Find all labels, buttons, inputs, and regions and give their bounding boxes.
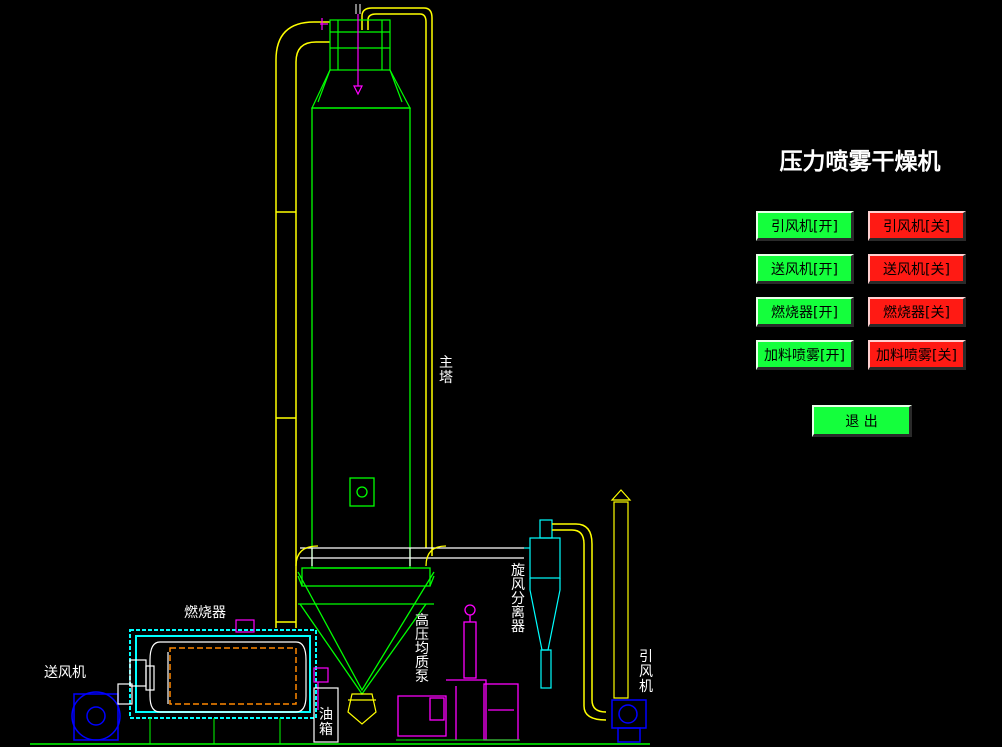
burner-label: 燃烧器 xyxy=(184,605,226,621)
burner-off-button[interactable]: 燃烧器[关] xyxy=(868,297,966,327)
feed-spray-off-button[interactable]: 加料喷雾[关] xyxy=(868,340,966,370)
cyclone-inlet-duct xyxy=(300,547,524,566)
high-pressure-pump xyxy=(397,604,519,741)
blower-off-button[interactable]: 送风机[关] xyxy=(868,254,966,284)
blower-on-button[interactable]: 送风机[开] xyxy=(756,254,854,284)
duct-elbows xyxy=(295,545,447,567)
burner-elements xyxy=(169,647,297,705)
tower-outlet-valve xyxy=(347,693,377,725)
exhaust-duct xyxy=(361,7,433,556)
spray-nozzle xyxy=(320,14,363,96)
cyclone-exhaust-pipe xyxy=(552,523,607,721)
exhaust-fan-off-button[interactable]: 引风机[关] xyxy=(868,211,966,241)
burner-fuel-line xyxy=(235,619,329,710)
exhaust-fan-label: 引风机 xyxy=(639,649,653,695)
blower-duct xyxy=(117,659,147,705)
furnace-legs xyxy=(149,718,281,744)
burner-on-button[interactable]: 燃烧器[开] xyxy=(756,297,854,327)
furnace xyxy=(129,629,317,719)
cyclone-separator xyxy=(524,519,561,689)
nozzle-mark xyxy=(355,4,361,14)
oil-tank-label: 油箱 xyxy=(319,707,333,738)
pump-label: 高压均质泵 xyxy=(415,613,429,685)
blower-label: 送风机 xyxy=(44,665,86,681)
exhaust-fan-on-button[interactable]: 引风机[开] xyxy=(756,211,854,241)
tower-label: 主塔 xyxy=(439,355,453,386)
hot-air-riser-pipe xyxy=(275,21,330,628)
blower-fan xyxy=(71,691,121,741)
exhaust-stack xyxy=(610,489,632,699)
exhaust-fan xyxy=(611,699,647,743)
air-distributor xyxy=(311,19,411,109)
exit-button[interactable]: 退 出 xyxy=(812,405,912,437)
feed-spray-on-button[interactable]: 加料喷雾[开] xyxy=(756,340,854,370)
page-title: 压力喷雾干燥机 xyxy=(779,149,941,175)
oil-tank xyxy=(313,687,339,743)
main-tower xyxy=(297,107,435,696)
cyclone-label: 旋风分离器 xyxy=(511,563,525,635)
